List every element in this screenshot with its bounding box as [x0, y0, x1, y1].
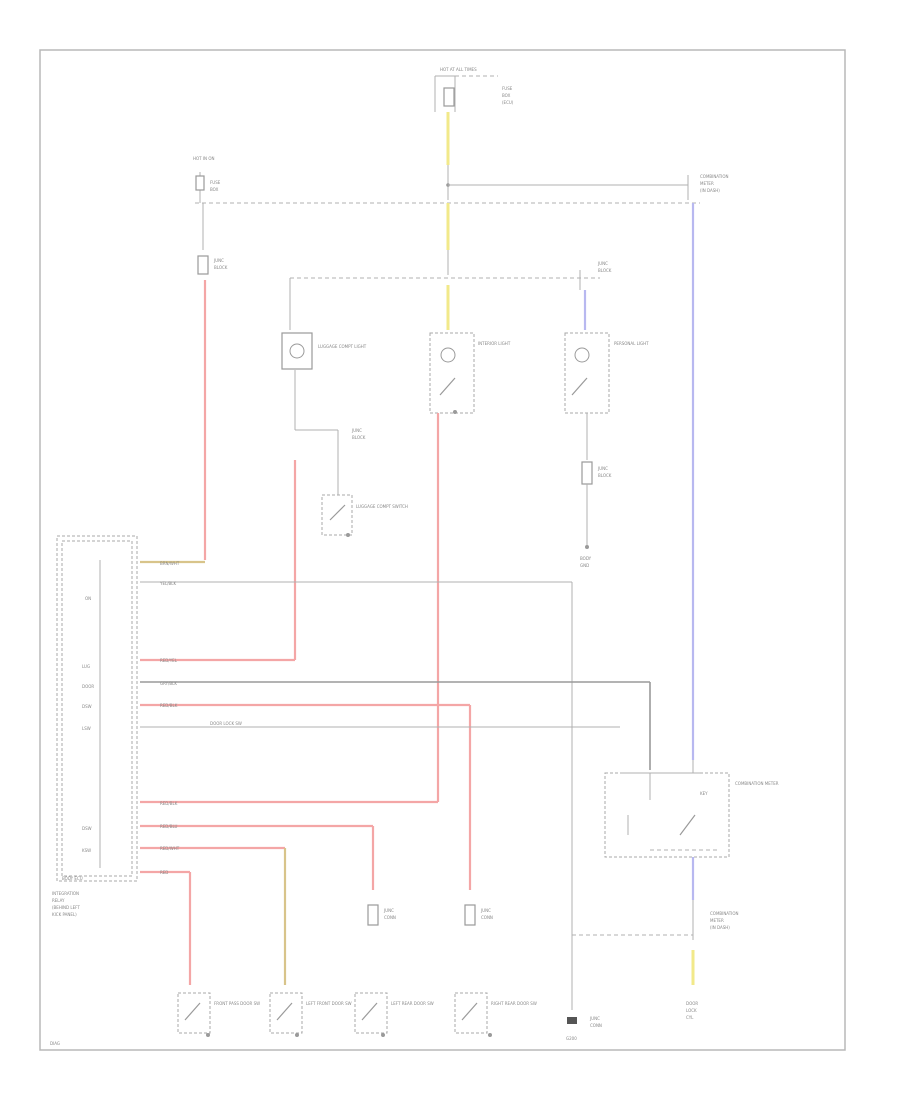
svg-text:GND: GND: [580, 563, 589, 568]
svg-text:RED/BLU: RED/BLU: [160, 824, 178, 829]
svg-text:(BEHIND LEFT: (BEHIND LEFT: [52, 905, 80, 910]
top-fuse-block: HOT AT ALL TIMES FUSE BOX (ECU): [434, 67, 514, 112]
svg-text:METER: METER: [700, 181, 714, 186]
interior-light: INTERIOR LIGHT: [429, 332, 511, 414]
svg-text:(IN DASH): (IN DASH): [710, 925, 730, 930]
svg-text:RED/YEL: RED/YEL: [160, 658, 178, 663]
svg-text:BLOCK: BLOCK: [352, 435, 366, 440]
body-ecu-label: BODY ECU: [62, 876, 83, 881]
svg-text:CONN: CONN: [590, 1023, 602, 1028]
svg-text:ON: ON: [85, 596, 91, 601]
svg-text:BOX: BOX: [210, 187, 219, 192]
svg-text:FUSE: FUSE: [210, 180, 221, 185]
svg-text:JUNC: JUNC: [589, 1016, 600, 1021]
left-fuse-block: HOT IN ON FUSE BOX: [193, 156, 221, 203]
bottom-left-note: DIAG: [50, 1041, 60, 1046]
personal-light: PERSONAL LIGHT: [564, 332, 649, 414]
svg-text:FRONT PASS DOOR SW: FRONT PASS DOOR SW: [214, 1001, 260, 1006]
svg-text:COMBINATION: COMBINATION: [700, 174, 729, 179]
svg-text:YEL/BLK: YEL/BLK: [159, 581, 177, 586]
diagram-frame: [39, 49, 846, 1051]
door-switch-right-rear: RIGHT REAR DOOR SW: [454, 992, 537, 1037]
svg-text:METER: METER: [710, 918, 724, 923]
svg-text:DSW: DSW: [82, 826, 92, 831]
door-switch-left-rear: LEFT REAR DOOR SW: [354, 992, 434, 1037]
svg-text:CONN: CONN: [384, 915, 396, 920]
svg-text:RED/WHT: RED/WHT: [160, 846, 180, 851]
svg-text:JUNC: JUNC: [480, 908, 491, 913]
svg-text:LSW: LSW: [82, 726, 91, 731]
svg-text:DOOR: DOOR: [82, 684, 94, 689]
svg-text:LOCK: LOCK: [686, 1008, 697, 1013]
svg-text:COMBINATION: COMBINATION: [710, 911, 739, 916]
svg-text:RED/BLK: RED/BLK: [160, 801, 178, 806]
svg-text:FUSE: FUSE: [502, 86, 513, 91]
svg-text:PERSONAL LIGHT: PERSONAL LIGHT: [614, 341, 649, 346]
fuse-top-label: HOT AT ALL TIMES: [440, 67, 477, 72]
svg-text:CONN: CONN: [481, 915, 493, 920]
svg-text:JUNC: JUNC: [213, 258, 224, 263]
svg-text:DSW: DSW: [82, 704, 92, 709]
svg-text:KEY: KEY: [700, 791, 708, 796]
svg-text:BLOCK: BLOCK: [598, 268, 612, 273]
svg-text:INTERIOR LIGHT: INTERIOR LIGHT: [478, 341, 511, 346]
svg-text:INTEGRATION: INTEGRATION: [52, 891, 79, 896]
svg-text:LUG: LUG: [82, 664, 90, 669]
svg-text:LEFT FRONT DOOR SW: LEFT FRONT DOOR SW: [306, 1001, 352, 1006]
luggage-light: LUGGAGE COMPT LIGHT: [281, 332, 367, 370]
svg-text:DOOR: DOOR: [686, 1001, 698, 1006]
svg-text:BLOCK: BLOCK: [214, 265, 228, 270]
svg-text:RED/BLK: RED/BLK: [160, 703, 178, 708]
svg-text:KSW: KSW: [82, 848, 91, 853]
svg-text:(ECU): (ECU): [502, 100, 514, 105]
ground-symbol: G200 JUNC CONN: [566, 990, 602, 1041]
svg-text:JUNC: JUNC: [597, 261, 608, 266]
luggage-switch: LUGGAGE COMPT SWITCH: [321, 494, 408, 537]
svg-text:RIGHT REAR DOOR SW: RIGHT REAR DOOR SW: [491, 1001, 537, 1006]
svg-text:G200: G200: [566, 1036, 577, 1041]
svg-text:KICK PANEL): KICK PANEL): [52, 912, 77, 917]
svg-text:RED: RED: [160, 870, 168, 875]
svg-text:GRY/BLK: GRY/BLK: [160, 681, 177, 686]
svg-text:COMBINATION METER: COMBINATION METER: [735, 781, 779, 786]
svg-text:JUNC: JUNC: [597, 466, 608, 471]
svg-text:LUGGAGE COMPT SWITCH: LUGGAGE COMPT SWITCH: [356, 504, 408, 509]
svg-text:JUNC: JUNC: [351, 428, 362, 433]
fuse-left-label: HOT IN ON: [193, 156, 214, 161]
svg-text:DOOR LOCK SW: DOOR LOCK SW: [210, 721, 242, 726]
svg-text:(IN DASH): (IN DASH): [700, 188, 720, 193]
combination-meter: COMBINATION METER KEY: [604, 772, 779, 858]
body-ecu: ON BODY ECU INTEGRATION RELAY (BEHIND LE…: [52, 535, 138, 917]
door-switch-left-front: LEFT FRONT DOOR SW: [269, 992, 352, 1037]
svg-text:BODY: BODY: [580, 556, 592, 561]
door-switch-front-pass: FRONT PASS DOOR SW: [177, 992, 260, 1037]
svg-text:LUGGAGE COMPT LIGHT: LUGGAGE COMPT LIGHT: [318, 344, 367, 349]
svg-text:JUNC: JUNC: [383, 908, 394, 913]
svg-text:CYL: CYL: [686, 1015, 694, 1020]
svg-text:BLOCK: BLOCK: [598, 473, 612, 478]
svg-text:RELAY: RELAY: [52, 898, 65, 903]
svg-text:BOX: BOX: [502, 93, 511, 98]
left-connector: [197, 255, 209, 275]
svg-text:BRN/WHT: BRN/WHT: [160, 561, 180, 566]
svg-text:LEFT REAR DOOR SW: LEFT REAR DOOR SW: [391, 1001, 434, 1006]
